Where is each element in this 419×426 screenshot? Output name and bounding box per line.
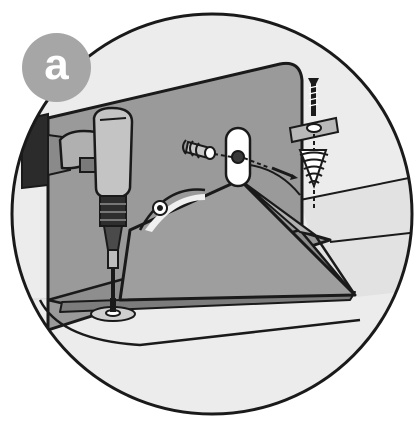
step-label: a	[44, 43, 68, 87]
step-badge: a	[22, 33, 91, 102]
wall-bracket	[22, 114, 48, 188]
